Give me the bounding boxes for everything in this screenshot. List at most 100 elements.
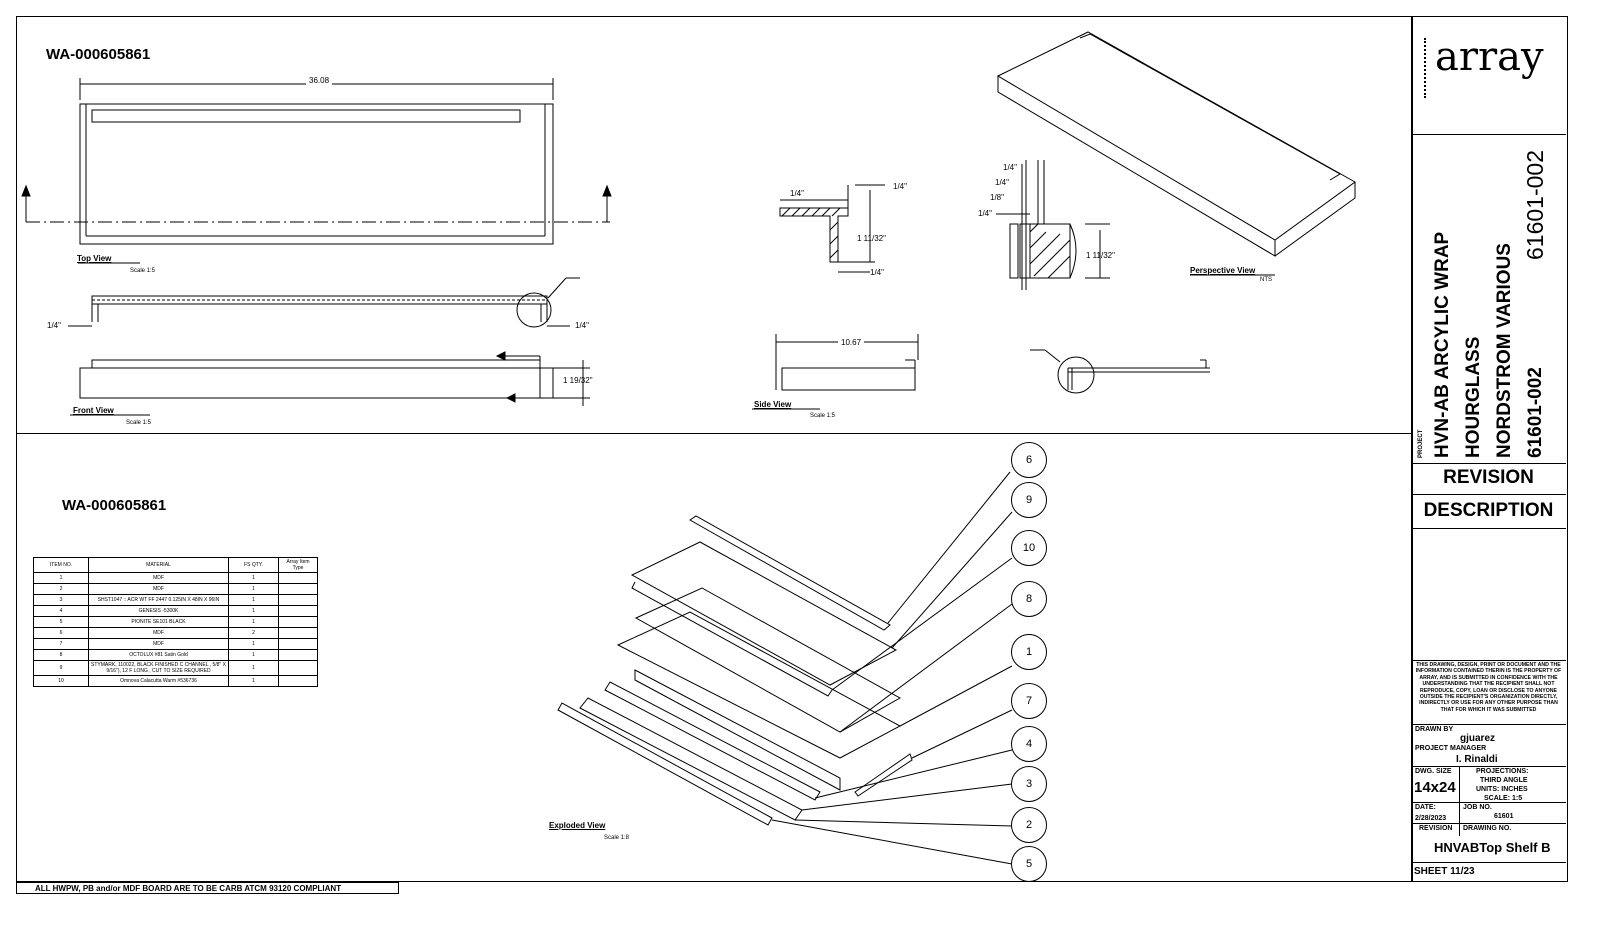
bom-cell: SHST1047 :: ACR WT FF 2447 0.125IN X 48I… xyxy=(88,594,229,606)
section2-dim-c: 1/8" xyxy=(990,193,1004,202)
perspective-view-scale: NTS xyxy=(1260,277,1272,283)
bom-cell: MDF xyxy=(88,572,229,584)
balloon-7: 7 xyxy=(1011,683,1047,719)
orthographic-views xyxy=(21,31,1356,416)
bom-cell: 7 xyxy=(33,638,89,650)
job-no-label: JOB NO. xyxy=(1463,804,1492,811)
bom-header: FS QTY. xyxy=(228,557,279,573)
date: 2/28/2023 xyxy=(1415,815,1447,822)
balloon-2: 2 xyxy=(1011,807,1047,843)
top-view-scale: Scale 1:5 xyxy=(130,268,156,274)
section1-height: 1 11/32" xyxy=(857,234,886,243)
project-manager: I. Rinaldi xyxy=(1456,754,1498,765)
bom-cell: 1 xyxy=(228,572,279,584)
revision-header: REVISION xyxy=(1443,467,1534,488)
balloon-1: 1 xyxy=(1011,634,1047,670)
bom-cell: Omnova Calacutta Warm #536736 xyxy=(88,675,229,687)
bom-cell: 4 xyxy=(33,605,89,617)
units: UNITS: INCHES xyxy=(1476,786,1528,793)
dwg-size: 14x24 xyxy=(1414,779,1456,796)
exploded-view xyxy=(557,471,1013,865)
date-label: DATE: xyxy=(1415,804,1436,811)
description-header: DESCRIPTION xyxy=(1423,500,1554,521)
bom-cell: 2 xyxy=(228,627,279,639)
bom-cell: PIONITE SE101 BLACK xyxy=(88,616,229,628)
bom-header: ITEM NO. xyxy=(33,557,89,573)
section1-dim-b: 1/4" xyxy=(893,182,907,191)
project-label: PROJECT xyxy=(1418,429,1424,458)
front-view-scale: Scale 1:5 xyxy=(126,420,152,426)
title-block xyxy=(1411,16,1568,882)
dwg-size-label: DWG. SIZE xyxy=(1415,768,1452,775)
confidentiality-notice: THIS DRAWING, DESIGN, PRINT OR DOCUMENT … xyxy=(1415,662,1562,713)
bom-cell xyxy=(278,572,318,584)
bom-cell: MDF xyxy=(88,638,229,650)
bom-cell: 1 xyxy=(228,649,279,661)
logo-dots xyxy=(1424,38,1428,98)
front-right-dim: 1/4" xyxy=(575,321,589,330)
bom-cell: 6 xyxy=(33,627,89,639)
sheet-number: SHEET 11/23 xyxy=(1414,866,1475,877)
bom-cell: 2 xyxy=(33,583,89,595)
project-line-3: NORDSTROM VARIOUS xyxy=(1494,243,1515,458)
section-divider xyxy=(16,433,1411,434)
bom-cell: 1 xyxy=(228,660,279,676)
project-manager-label: PROJECT MANAGER xyxy=(1415,745,1487,752)
bom-cell xyxy=(278,675,318,687)
exploded-view-scale: Scale 1:8 xyxy=(604,835,630,841)
exploded-view-label: Exploded View xyxy=(549,821,606,830)
bom-cell: MDF xyxy=(88,627,229,639)
drawing-no-label: DRAWING NO. xyxy=(1463,825,1512,832)
balloon-10: 10 xyxy=(1011,530,1047,566)
top-view-label: Top View xyxy=(77,254,112,263)
balloon-6: 6 xyxy=(1011,442,1047,478)
front-height-dim: 1 19/32" xyxy=(563,376,593,385)
job-no: 61601 xyxy=(1494,813,1514,820)
balloon-8: 8 xyxy=(1011,581,1047,617)
bom-cell: OCTOLUX #81 Satin Gold xyxy=(88,649,229,661)
perspective-view-label: Perspective View xyxy=(1190,266,1256,275)
bom-header: MATERIAL xyxy=(88,557,229,573)
bom-cell xyxy=(278,594,318,606)
bom-cell xyxy=(278,649,318,661)
section2-dim-a: 1/4" xyxy=(1003,163,1017,172)
bom-cell: 1 xyxy=(228,638,279,650)
section2-dim-b: 1/4" xyxy=(995,178,1009,187)
project-line-2: HOURGLASS xyxy=(1463,336,1484,458)
bom-cell: 1 xyxy=(228,616,279,628)
bom-cell xyxy=(278,660,318,676)
drawing-border xyxy=(16,16,1413,882)
projections-label: PROJECTIONS: xyxy=(1476,768,1529,775)
section2-dim-d: 1/4" xyxy=(978,209,992,218)
section1-dim-a: 1/4" xyxy=(790,189,804,198)
balloon-9: 9 xyxy=(1011,482,1047,518)
side-view-scale: Scale 1:5 xyxy=(810,413,836,419)
front-view-label: Front View xyxy=(73,406,114,415)
balloon-5: 5 xyxy=(1011,846,1047,882)
bom-cell: 5 xyxy=(33,616,89,628)
footer-note: ALL HWPW, PB and/or MDF BOARD ARE TO BE … xyxy=(16,882,399,894)
scale: SCALE: 1:5 xyxy=(1484,795,1523,802)
project-number: 61601-002 xyxy=(1522,150,1548,260)
project-line-1: HVN-AB ARCYLIC WRAP xyxy=(1432,231,1453,458)
revision-label: REVISION xyxy=(1419,825,1453,832)
side-view-length: 10.67 xyxy=(838,338,865,347)
section2-height: 1 11/32" xyxy=(1086,251,1115,260)
bom-cell xyxy=(278,627,318,639)
project-line-4: 61601-002 xyxy=(1525,367,1546,458)
bom-cell: 3 xyxy=(33,594,89,606)
bom-header-row: ITEM NO. MATERIAL FS QTY. Array Item Typ… xyxy=(33,557,318,573)
bom-cell xyxy=(278,605,318,617)
bom-cell: 1 xyxy=(228,675,279,687)
balloon-4: 4 xyxy=(1011,726,1047,762)
front-left-dim: 1/4" xyxy=(47,321,61,330)
part-id-bottom: WA-000605861 xyxy=(62,497,167,514)
part-id-top: WA-000605861 xyxy=(46,46,151,63)
bom-cell xyxy=(278,638,318,650)
